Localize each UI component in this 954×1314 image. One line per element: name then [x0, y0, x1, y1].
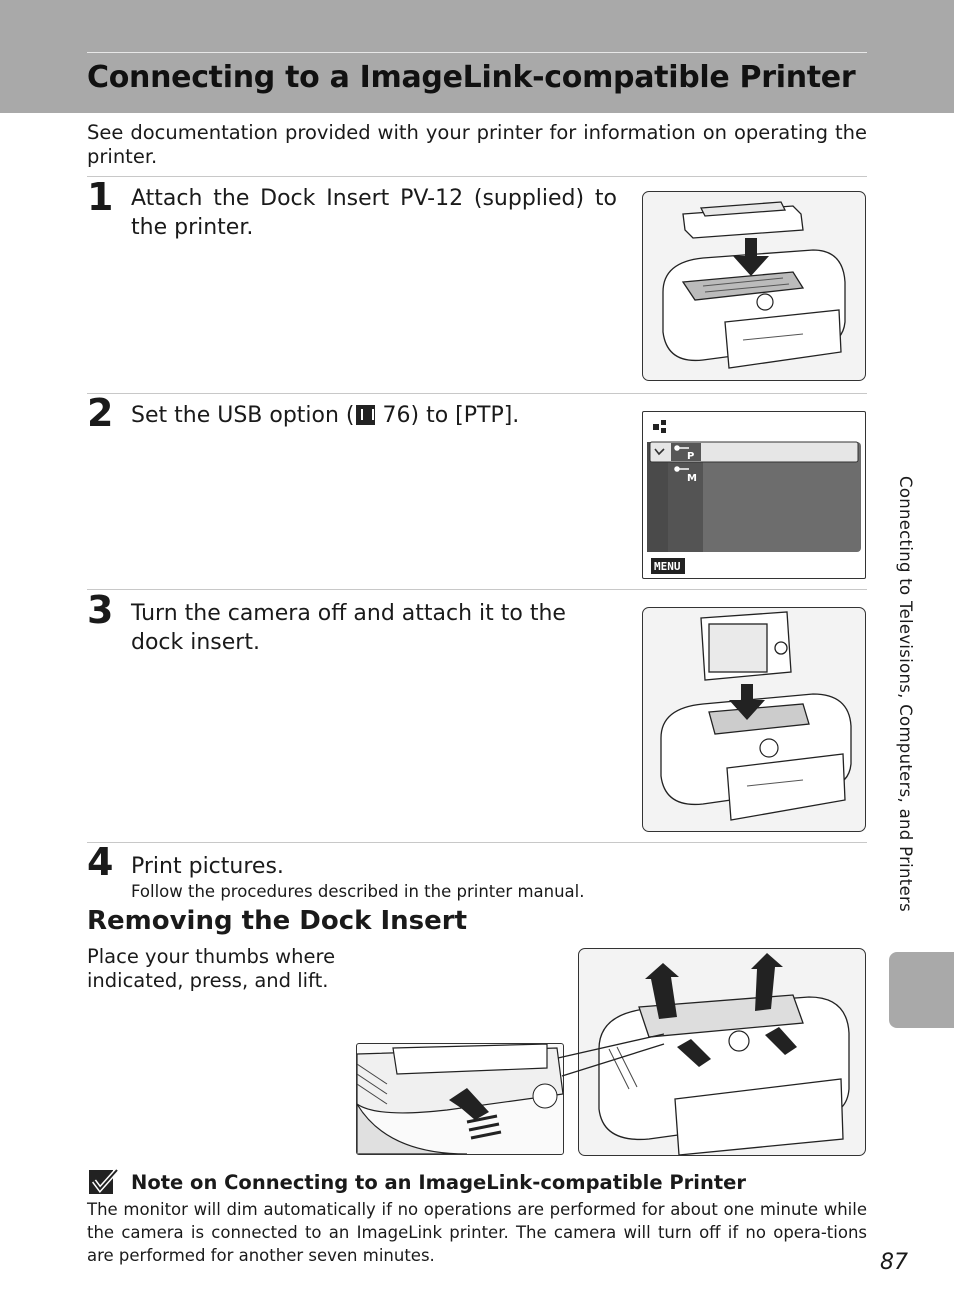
step-4-number: 4 [87, 840, 114, 884]
note-body: The monitor will dim automatically if no… [87, 1200, 867, 1265]
divider [87, 176, 867, 177]
usb-p-label: P [687, 451, 694, 462]
callout-lines [557, 1033, 665, 1077]
page-number: 87 [880, 1250, 908, 1275]
menu-icon: MENU [654, 560, 681, 573]
page-header: Connecting to a ImageLink-compatible Pri… [0, 0, 954, 113]
header-rule [87, 52, 867, 53]
book-reference-icon [355, 405, 375, 425]
note-check-icon [89, 1168, 119, 1194]
step-2-number: 2 [87, 391, 114, 435]
step-2-text: Set the USB option ( 76) to [PTP]. [131, 401, 519, 430]
step-4-subtext: Follow the procedures described in the p… [131, 882, 585, 901]
thumb-position-closeup [356, 1043, 564, 1155]
note-title: Note on Connecting to an ImageLink-compa… [131, 1171, 747, 1194]
usb-menu-screen: P M MENU [642, 411, 866, 579]
dock-insert-printer-illustration [642, 191, 866, 381]
removing-instructions: Place your thumbs where indicated, press… [87, 945, 336, 992]
usb-m-label: M [687, 473, 697, 484]
step-2-text-before: Set the USB option ( [131, 403, 355, 428]
divider [87, 842, 867, 843]
intro-text: See documentation provided with your pri… [87, 121, 867, 168]
step-4-text: Print pictures. [131, 854, 284, 879]
step-3-text: Turn the camera off and attach it to the… [131, 601, 566, 655]
camera-dock-illustration [642, 607, 866, 832]
side-chapter-label: Connecting to Televisions, Computers, an… [896, 476, 915, 913]
chapter-tab [889, 952, 954, 1028]
step-1-text: Attach the Dock Insert PV-12 (supplied) … [131, 186, 617, 240]
divider [87, 589, 867, 590]
step-2-text-after: 76) to [PTP]. [375, 403, 520, 428]
step-1-number: 1 [87, 175, 114, 219]
divider [87, 393, 867, 394]
step-3-number: 3 [87, 588, 114, 632]
page-title: Connecting to a ImageLink-compatible Pri… [87, 60, 856, 95]
section-heading: Removing the Dock Insert [87, 906, 468, 936]
remove-insert-illustration [578, 948, 866, 1156]
